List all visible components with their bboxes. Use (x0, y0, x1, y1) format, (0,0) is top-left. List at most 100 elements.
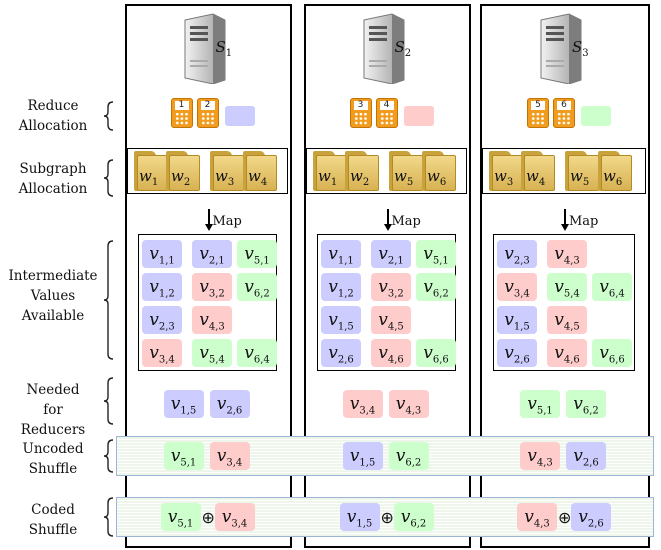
intermediate-value-symbol: v (378, 244, 388, 264)
folder-icon: w1 (134, 151, 168, 191)
row-label-line: Subgraph (19, 161, 87, 177)
intermediate-value: v3,4 (497, 273, 537, 301)
intermediate-value: v5,4 (192, 339, 232, 367)
intermediate-value: v2,6 (497, 339, 537, 367)
brace-icon (103, 497, 114, 537)
needed-value-subscript: 5,1 (536, 405, 553, 417)
subgraph-subscript: 6 (615, 177, 623, 188)
server-icon (184, 13, 225, 84)
intermediate-value-symbol: v (328, 343, 338, 363)
needed-value-symbol: v (349, 394, 360, 414)
folder-icon: w4 (243, 151, 277, 191)
needed-value-symbol: v (395, 394, 406, 414)
intermediate-value-symbol: v (599, 343, 609, 363)
intermediate-value-subscript: 1,1 (158, 255, 175, 267)
intermediate-value-subscript: 2,1 (387, 255, 404, 267)
row-label-line: Intermediate (8, 268, 98, 284)
intermediate-value-symbol: v (244, 343, 254, 363)
intermediate-value-subscript: 5,1 (253, 255, 270, 267)
coded-value-symbol: v (167, 507, 178, 527)
intermediate-value: v4,3 (192, 306, 232, 334)
uncoded-value-symbol: v (170, 446, 181, 466)
subgraph-symbol: w (570, 167, 583, 185)
intermediate-value: v3,2 (192, 273, 232, 301)
subgraph-label: w4 (248, 167, 267, 188)
coded-value-subscript: 4,3 (533, 518, 550, 530)
calculator-icon: 2 (196, 98, 219, 128)
subgraph-subscript: 4 (260, 177, 268, 188)
server-name-label: S1 (216, 38, 233, 59)
intermediate-value: v2,1 (371, 240, 411, 268)
coded-value-symbol: v (346, 507, 357, 527)
intermediate-value-subscript: 5,1 (432, 255, 449, 267)
subgraph-subscript: 3 (227, 177, 235, 188)
server-name-symbol: S (572, 38, 583, 56)
intermediate-value-subscript: 1,1 (337, 255, 354, 267)
coded-value-subscript: 3,4 (231, 518, 248, 530)
intermediate-value: v4,5 (547, 306, 587, 334)
intermediate-value: v2,3 (142, 306, 182, 334)
intermediate-value: v2,1 (192, 240, 232, 268)
intermediate-value-subscript: 4,3 (563, 255, 580, 267)
intermediate-value: v2,6 (321, 339, 361, 367)
subgraph-symbol: w (248, 167, 261, 185)
intermediate-value-symbol: v (423, 244, 433, 264)
intermediate-value-symbol: v (378, 310, 388, 330)
row-label-line: Available (21, 308, 85, 324)
intermediate-value-symbol: v (199, 343, 209, 363)
server-icon (540, 13, 582, 84)
uncoded-value: v6,2 (388, 442, 429, 470)
coded-value: v6,2 (393, 503, 434, 531)
intermediate-value: v1,5 (321, 306, 361, 334)
needed-value-subscript: 3,4 (359, 405, 376, 417)
row-label-line: Coded (31, 502, 75, 518)
uncoded-value-subscript: 4,3 (536, 457, 553, 469)
server-name-subscript: 3 (582, 48, 589, 59)
intermediate-value-symbol: v (504, 310, 514, 330)
intermediate-value-subscript: 2,1 (208, 255, 225, 267)
coded-value-subscript: 5,1 (177, 518, 194, 530)
intermediate-value-symbol: v (199, 310, 209, 330)
server-icon (363, 13, 404, 84)
subgraph-label: w1 (139, 167, 158, 188)
folder-icon: w2 (166, 151, 200, 191)
intermediate-value-symbol: v (504, 343, 514, 363)
subgraph-label: w5 (570, 167, 589, 188)
intermediate-value-symbol: v (378, 277, 388, 297)
reducer-color-swatch (224, 106, 255, 126)
intermediate-value-symbol: v (149, 310, 159, 330)
subgraph-subscript: 3 (506, 177, 514, 188)
subgraph-subscript: 2 (183, 177, 191, 188)
intermediate-value: v6,4 (592, 273, 632, 301)
row-label-line: Allocation (18, 118, 88, 134)
folder-front (392, 155, 423, 191)
intermediate-value-subscript: 2,6 (513, 354, 530, 366)
intermediate-value-subscript: 4,5 (563, 321, 580, 333)
subgraph-subscript: 2 (362, 177, 370, 188)
brace-icon (103, 159, 114, 197)
intermediate-value-symbol: v (328, 277, 338, 297)
folder-front (169, 155, 200, 191)
coded-value: v1,5 (339, 503, 380, 531)
intermediate-value-symbol: v (199, 244, 209, 264)
map-arrow-line (386, 209, 389, 225)
subgraph-symbol: w (215, 167, 228, 185)
row-label-line: Allocation (18, 181, 88, 197)
subgraph-symbol: w (427, 167, 440, 185)
folder-front (492, 155, 523, 191)
intermediate-value: v2,3 (497, 240, 537, 268)
intermediate-value-symbol: v (554, 343, 564, 363)
reducer-number: 4 (379, 101, 394, 110)
intermediate-value-symbol: v (199, 277, 209, 297)
intermediate-value-subscript: 2,3 (158, 321, 175, 333)
subgraph-label: w6 (427, 167, 446, 188)
intermediate-value-symbol: v (504, 244, 514, 264)
brace-icon (103, 377, 114, 425)
calculator-icon: 5 (527, 98, 549, 128)
folder-icon: w6 (422, 151, 456, 191)
server-name-subscript: 2 (404, 48, 412, 59)
map-arrow-line (564, 209, 566, 225)
